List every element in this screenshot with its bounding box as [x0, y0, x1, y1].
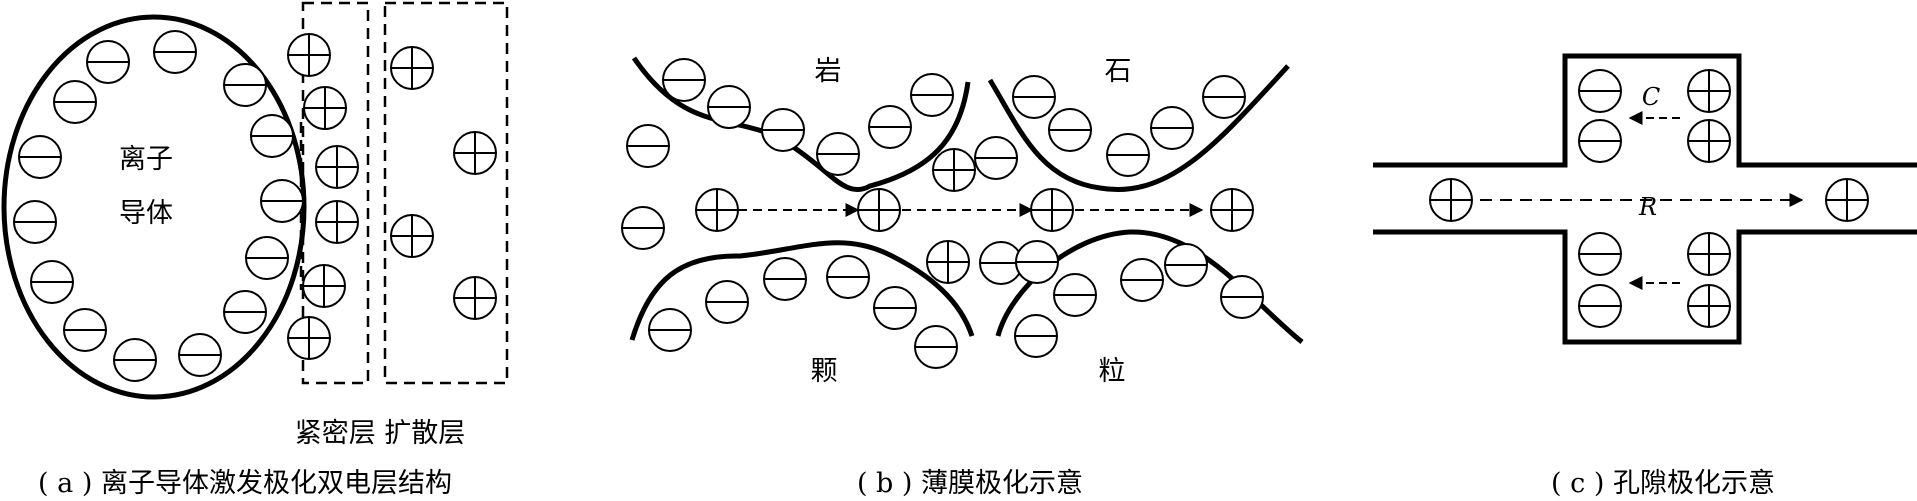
plus-circle-icon: [1687, 284, 1731, 328]
minus-circle-icon: [260, 179, 304, 223]
minus-circle-icon: [178, 333, 222, 377]
plus-circle-icon: [1687, 232, 1731, 276]
label-c: C: [1642, 83, 1660, 111]
minus-circle-icon: [705, 280, 749, 324]
diffuse-layer-box: [383, 1, 509, 385]
minus-circle-icon: [250, 114, 294, 158]
minus-circle-icon: [662, 58, 706, 102]
grain-bottom-left-edge: [629, 240, 975, 341]
label-r: R: [1638, 193, 1657, 221]
minus-circle-icon: [1120, 258, 1164, 302]
grain-top-right-edge: [987, 64, 1290, 192]
grain-char-2: 石: [1105, 56, 1132, 87]
plus-circle-icon: [857, 188, 901, 232]
minus-circle-icon: [763, 257, 807, 301]
minus-circle-icon: [1578, 69, 1622, 113]
minus-circle-icon: [1048, 108, 1092, 152]
minus-circle-icon: [873, 286, 917, 330]
minus-circle-icon: [30, 260, 74, 304]
minus-circle-icon: [910, 73, 954, 117]
minus-circle-icon: [1578, 232, 1622, 276]
minus-circle-icon: [63, 308, 107, 352]
plus-circle-icon: [1687, 119, 1731, 163]
panel-b-ions: [621, 58, 1264, 369]
plus-circle-icon: [1030, 188, 1074, 232]
plus-circle-icon: [926, 240, 970, 284]
plus-circle-icon: [287, 316, 331, 360]
plus-circle-icon: [1210, 188, 1254, 232]
minus-circle-icon: [707, 85, 751, 129]
plus-circle-icon: [390, 214, 434, 258]
grain-char-1: 岩: [815, 56, 842, 87]
conductor-label-line2: 导体: [119, 198, 173, 229]
plus-circle-icon: [315, 200, 359, 244]
minus-circle-icon: [648, 308, 692, 352]
minus-circle-icon: [1578, 284, 1622, 328]
minus-circle-icon: [53, 80, 97, 124]
minus-circle-icon: [914, 325, 958, 369]
plus-circle-icon: [302, 264, 346, 308]
plus-circle-icon: [303, 86, 347, 130]
panel-c-ions: [1429, 69, 1869, 328]
grain-char-4: 粒: [1099, 356, 1126, 387]
minus-circle-icon: [1106, 133, 1150, 177]
grain-top-left-edge: [631, 56, 971, 193]
pore-lower-wall: [1373, 229, 1917, 345]
minus-circle-icon: [826, 255, 870, 299]
minus-circle-icon: [1220, 275, 1264, 319]
minus-circle-icon: [223, 290, 267, 334]
minus-circle-icon: [979, 241, 1023, 285]
minus-circle-icon: [761, 108, 805, 152]
pore-upper-wall: [1373, 53, 1917, 168]
caption-c: ( c ) 孔隙极化示意: [1551, 468, 1775, 499]
panel-a-ions: [13, 30, 497, 382]
minus-circle-icon: [1578, 119, 1622, 163]
plus-circle-icon: [1429, 178, 1473, 222]
plus-circle-icon: [695, 188, 739, 232]
plus-circle-icon: [315, 145, 359, 189]
minus-circle-icon: [621, 206, 665, 250]
panel-a: 离子 导体 紧密层 扩散层 ( a ) 离子导体激发极化双电层结构: [1, 1, 509, 499]
grain-char-3: 颗: [811, 356, 838, 387]
plus-circle-icon: [1687, 69, 1731, 113]
minus-circle-icon: [1164, 243, 1208, 287]
minus-circle-icon: [1150, 106, 1194, 150]
minus-circle-icon: [18, 135, 62, 179]
plus-circle-icon: [453, 131, 497, 175]
minus-circle-icon: [868, 105, 912, 149]
minus-circle-icon: [1053, 273, 1097, 317]
minus-circle-icon: [113, 338, 157, 382]
conductor-label-line1: 离子: [119, 144, 173, 175]
minus-circle-icon: [1015, 240, 1059, 284]
compact-layer-box: [301, 1, 370, 385]
caption-a: ( a ) 离子导体激发极化双电层结构: [38, 468, 452, 499]
plus-circle-icon: [1825, 178, 1869, 222]
minus-circle-icon: [816, 132, 860, 176]
layer-labels: 紧密层 扩散层: [295, 418, 466, 449]
minus-circle-icon: [245, 236, 289, 280]
minus-circle-icon: [223, 63, 267, 107]
minus-circle-icon: [86, 40, 130, 84]
plus-circle-icon: [932, 148, 976, 192]
plus-circle-icon: [287, 33, 331, 77]
minus-circle-icon: [974, 136, 1018, 180]
minus-circle-icon: [1014, 314, 1058, 358]
minus-circle-icon: [153, 30, 197, 74]
panel-b: 岩 石 颗 粒 ( b ) 薄膜极化示意: [621, 56, 1304, 499]
plus-circle-icon: [390, 46, 434, 90]
plus-circle-icon: [453, 276, 497, 320]
minus-circle-icon: [13, 200, 57, 244]
panel-c: C R ( c ) 孔隙极化示意: [1373, 53, 1917, 499]
caption-b: ( b ) 薄膜极化示意: [857, 468, 1083, 499]
minus-circle-icon: [626, 124, 670, 168]
minus-circle-icon: [1202, 75, 1246, 119]
minus-circle-icon: [1012, 75, 1056, 119]
